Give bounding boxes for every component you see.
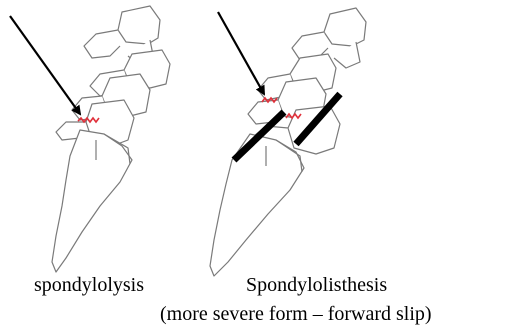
right-vertebra-1 <box>324 8 366 46</box>
right-arrow <box>218 12 264 94</box>
right-vertebra-l5 <box>288 106 340 154</box>
left-arrow <box>10 16 80 114</box>
right-spine-illustration <box>210 8 366 276</box>
right-sacrum <box>210 134 304 276</box>
spondylolysis-caption: spondylolysis <box>34 275 144 295</box>
spondylolisthesis-caption: Spondylolisthesis <box>246 275 387 295</box>
left-spine-illustration <box>52 6 170 272</box>
left-vertebra-1 <box>118 6 160 44</box>
spondylolisthesis-subcaption: (more severe form – forward slip) <box>160 304 432 324</box>
left-sacrum <box>52 130 132 272</box>
